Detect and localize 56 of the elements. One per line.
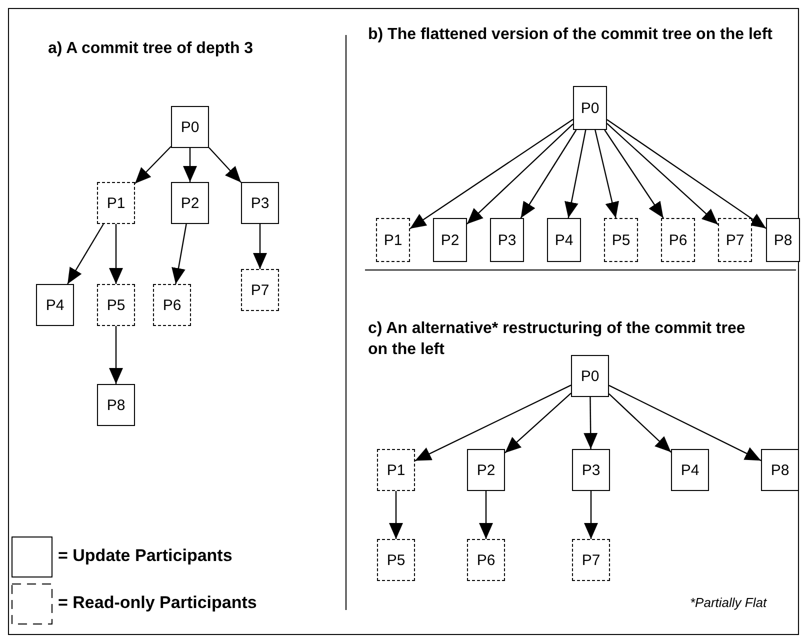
arrow xyxy=(606,123,718,225)
participant-box: P2 xyxy=(433,218,467,262)
panel-title: a) A commit tree of depth 3 xyxy=(48,39,254,59)
dashed-participant-box: P6 xyxy=(153,284,191,326)
participant-box: P3 xyxy=(241,182,279,224)
arrow xyxy=(608,384,762,462)
arrow xyxy=(172,224,187,284)
arrow xyxy=(608,393,672,453)
dashed-participant-box: P5 xyxy=(377,539,415,581)
participant-box: P4 xyxy=(36,284,74,326)
participant-box: P4 xyxy=(671,449,709,491)
participant-box: P2 xyxy=(467,449,505,491)
arrow xyxy=(604,130,664,218)
footnote: *Partially Flat xyxy=(690,594,768,612)
dashed-participant-box: P6 xyxy=(661,218,695,262)
arrow xyxy=(109,224,123,284)
arrow xyxy=(584,491,598,539)
arrow xyxy=(584,397,598,449)
arrow xyxy=(564,130,586,218)
participant-box: P8 xyxy=(761,449,799,491)
arrow xyxy=(67,224,104,284)
dashed-participant-box: P5 xyxy=(604,218,638,262)
arrow xyxy=(594,130,619,218)
dashed-participant-box: P1 xyxy=(376,218,410,262)
arrow xyxy=(504,392,572,454)
arrow xyxy=(134,146,172,184)
participant-box: P3 xyxy=(572,449,610,491)
dashed-participant-box: P1 xyxy=(97,182,135,224)
dashed-participant-box: P7 xyxy=(241,269,279,311)
arrow xyxy=(389,491,403,539)
arrow xyxy=(414,384,572,462)
dashed-participant-box: P1 xyxy=(377,449,415,491)
participant-box: P0 xyxy=(171,106,209,148)
participant-box: P4 xyxy=(547,218,581,262)
arrow xyxy=(466,124,574,224)
participant-box: P3 xyxy=(490,218,524,262)
arrow xyxy=(109,326,123,384)
dashed-participant-box: P7 xyxy=(572,539,610,581)
arrow xyxy=(183,148,197,182)
dashed-participant-box: P6 xyxy=(467,539,505,581)
panel-title: b) The flattened version of the commit tree on the left xyxy=(368,25,774,45)
arrow xyxy=(208,147,242,183)
arrow xyxy=(520,130,577,218)
dashed-participant-box: P7 xyxy=(718,218,752,262)
legend-text: = Read-only Participants xyxy=(58,593,257,613)
arrow xyxy=(479,491,493,539)
participant-box: P0 xyxy=(573,86,607,130)
participant-box: P8 xyxy=(97,384,135,426)
arrow xyxy=(606,119,766,229)
dashed-participant-box: P5 xyxy=(97,284,135,326)
legend-text: = Update Participants xyxy=(58,546,232,566)
arrow xyxy=(253,224,267,269)
arrow xyxy=(410,118,574,230)
participant-box: P0 xyxy=(571,355,609,397)
participant-box: P8 xyxy=(766,218,800,262)
participant-box: P2 xyxy=(171,182,209,224)
